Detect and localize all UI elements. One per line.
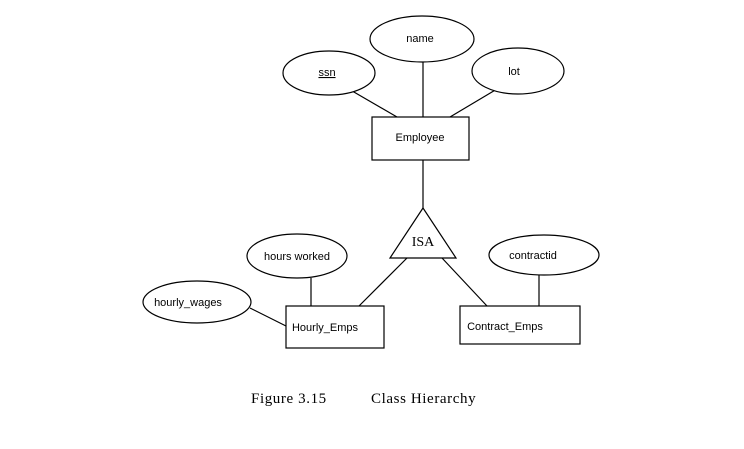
edge-lot-employee — [449, 88, 498, 118]
edge-isa-hourly — [358, 257, 408, 307]
entity-employee-box — [371, 116, 470, 161]
isa-triangle — [388, 206, 458, 259]
attribute-lot-label: lot — [508, 66, 520, 78]
figure-caption: Figure 3.15 Class Hierarchy — [251, 391, 476, 407]
entity-contract-emps-label: Contract_Emps — [467, 321, 543, 333]
entity-employee: Employee — [371, 116, 470, 161]
caption-figure-number: Figure 3.15 — [251, 391, 327, 407]
edge-hourly-wages-hourly — [249, 307, 287, 327]
entity-hourly-emps-label: Hourly_Emps — [292, 322, 359, 334]
attribute-contractid: contractid — [488, 234, 600, 276]
attribute-ssn-label: ssn — [318, 67, 335, 79]
attribute-name-ellipse — [369, 15, 475, 63]
attribute-name: name — [369, 15, 475, 63]
attribute-ssn: ssn — [282, 50, 376, 96]
edge-isa-contract — [441, 257, 488, 307]
isa-label: ISA — [412, 235, 435, 250]
attribute-name-label: name — [406, 33, 434, 45]
attribute-hourly-wages: hourly_wages — [142, 280, 252, 324]
entity-hourly-emps-box — [285, 305, 385, 349]
attribute-hours-worked-label: hours worked — [264, 251, 330, 263]
entity-employee-label: Employee — [396, 132, 445, 144]
attribute-hourly-wages-label: hourly_wages — [154, 297, 222, 309]
caption-title: Class Hierarchy — [371, 391, 476, 407]
attribute-contractid-ellipse — [488, 234, 600, 276]
connector-lines — [249, 62, 540, 327]
attribute-lot: lot — [471, 47, 565, 95]
entity-contract-emps-box — [459, 305, 581, 345]
attribute-hours-worked: hours worked — [246, 233, 348, 279]
attribute-hours-worked-ellipse — [246, 233, 348, 279]
attribute-contractid-label: contractid — [509, 250, 557, 262]
attribute-ssn-ellipse — [282, 50, 376, 96]
entity-hourly-emps: Hourly_Emps — [285, 305, 385, 349]
edge-ssn-employee — [346, 87, 398, 118]
attribute-hourly-wages-ellipse — [142, 280, 252, 324]
attribute-lot-ellipse — [471, 47, 565, 95]
entity-contract-emps: Contract_Emps — [459, 305, 581, 345]
isa-hierarchy: ISA — [388, 206, 458, 259]
